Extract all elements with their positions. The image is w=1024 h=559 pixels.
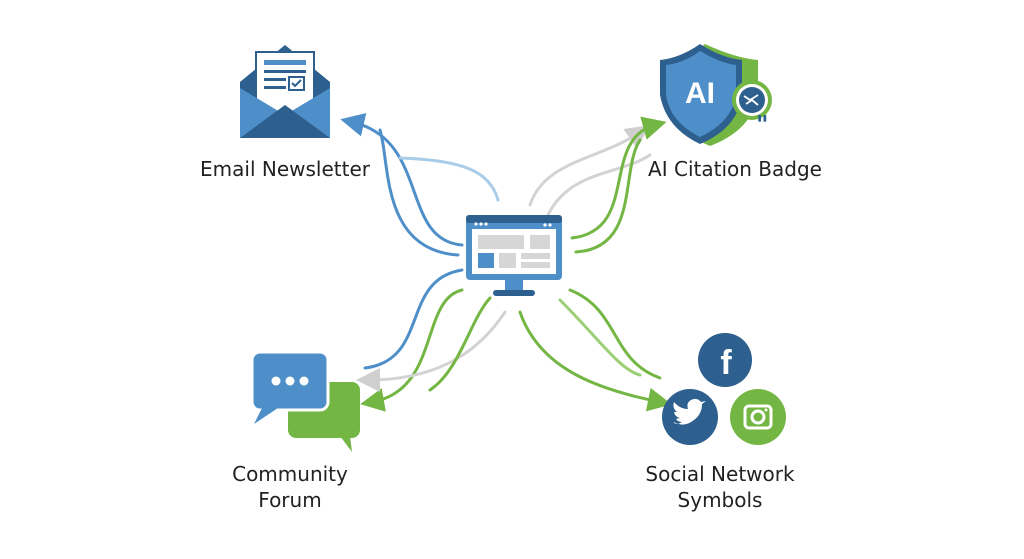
svg-text:AI: AI (685, 77, 715, 110)
arrow-to-forum-blue (363, 268, 464, 370)
email-newsletter-label: Email Newsletter (200, 157, 370, 181)
arrow-to-email-1 (340, 113, 464, 247)
arrow-to-ai-gray-1 (528, 125, 650, 207)
arrow-to-email-2 (378, 128, 460, 257)
arrow-to-social-green-2 (568, 288, 662, 380)
arrow-to-ai-gray-2 (546, 153, 652, 217)
svg-text:": " (756, 110, 769, 139)
community-forum-chat-icon (250, 350, 360, 452)
arrow-to-ai-green-1 (570, 116, 667, 240)
twitter-icon (662, 389, 718, 445)
community-forum-label-line2: Forum (258, 488, 322, 512)
arrow-to-forum-gray (356, 310, 507, 392)
arrow-to-forum-green-2 (428, 296, 492, 392)
arrow-to-forum-green (360, 288, 464, 412)
connectors (340, 113, 672, 412)
arrow-to-email-3 (398, 156, 500, 202)
ai-citation-badge-label: AI Citation Badge (648, 157, 822, 181)
svg-text:f: f (720, 344, 732, 382)
community-forum-label: Community Forum (215, 461, 365, 513)
arrow-to-ai-green-2 (574, 138, 642, 254)
social-network-symbols-label: Social Network Symbols (620, 461, 820, 513)
social-label-line1: Social Network (645, 462, 795, 486)
arrow-to-social-green-1 (518, 310, 672, 412)
website-monitor-icon (466, 215, 562, 296)
facebook-icon: f (698, 333, 752, 387)
community-forum-label-line1: Community (232, 462, 348, 486)
email-envelope-icon (240, 45, 330, 138)
arrow-to-social-green-3 (558, 298, 642, 377)
ai-shield-icon: AI " (660, 44, 772, 146)
social-label-line2: Symbols (677, 488, 763, 512)
instagram-icon (730, 389, 786, 445)
